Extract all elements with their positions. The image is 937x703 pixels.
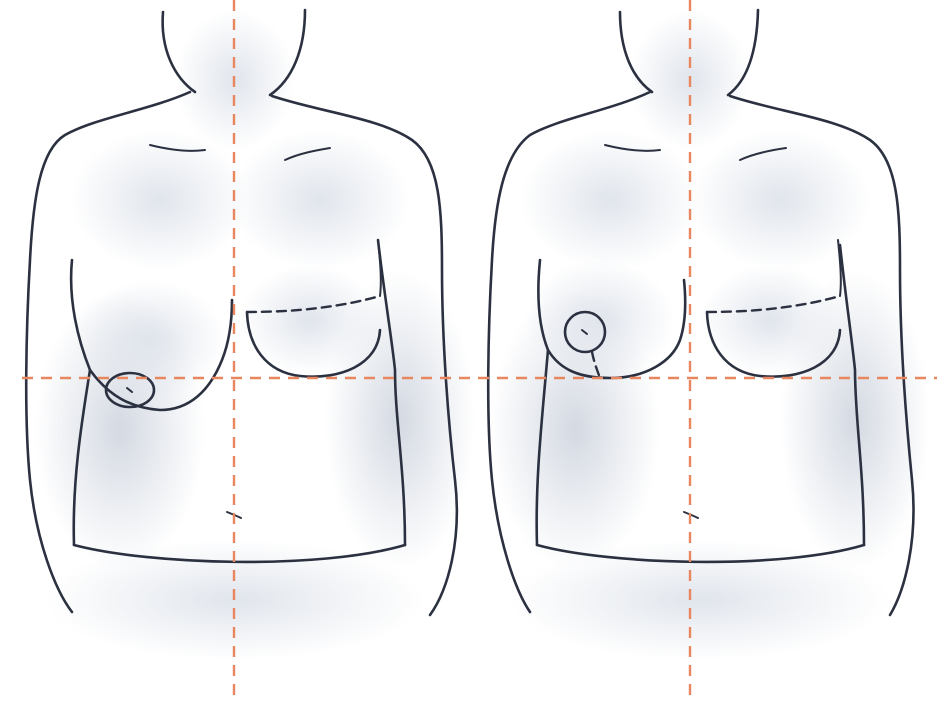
figure-after xyxy=(488,10,930,660)
figure-before xyxy=(26,10,475,660)
